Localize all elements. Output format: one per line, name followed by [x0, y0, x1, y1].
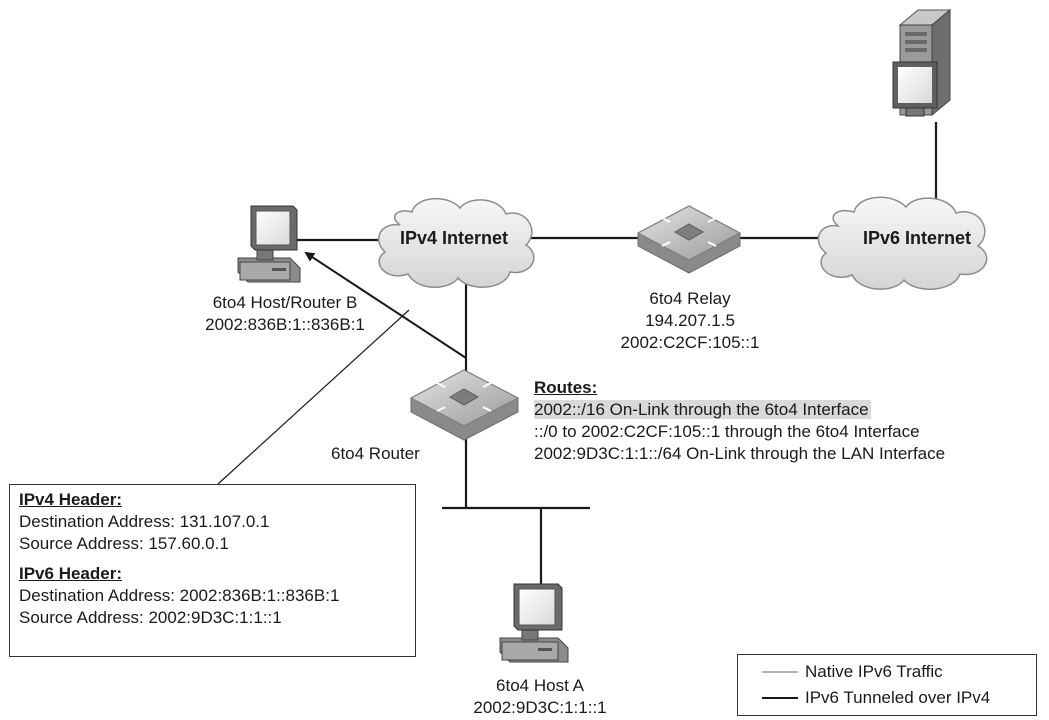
- legend: Native IPv6 Traffic IPv6 Tunneled over I…: [737, 654, 1037, 716]
- ipv6-destination-address: Destination Address: 2002:836B:1::836B:1: [19, 586, 340, 605]
- host-router-b-address: 2002:836B:1::836B:1: [205, 315, 365, 334]
- ipv4-source-address: Source Address: 157.60.0.1: [19, 534, 229, 553]
- host-a-address: 2002:9D3C:1:1::1: [473, 698, 607, 717]
- packet-headers-box: IPv4 Header: Destination Address: 131.10…: [9, 484, 416, 657]
- host-router-b-name: 6to4 Host/Router B: [212, 293, 358, 312]
- ipv6-internet-cloud: [817, 196, 988, 290]
- ipv6-header-title: IPv6 Header:: [19, 564, 122, 583]
- ipv4-internet-label: IPv4 Internet: [400, 228, 509, 248]
- ipv6-source-address: Source Address: 2002:9D3C:1:1::1: [19, 608, 282, 627]
- routes-table: Routes: 2002::/16 On-Link through the 6t…: [534, 377, 945, 465]
- route-entry: 2002::/16 On-Link through the 6to4 Inter…: [534, 400, 871, 419]
- relay-label: 6to4 Relay 194.207.1.5 2002:C2CF:105::1: [600, 288, 780, 354]
- legend-item-tunneled: IPv6 Tunneled over IPv4: [738, 687, 1036, 709]
- router-label: 6to4 Router: [331, 444, 420, 463]
- routes-title: Routes:: [534, 378, 598, 397]
- legend-label-tunneled: IPv6 Tunneled over IPv4: [805, 688, 991, 707]
- ipv4-destination-address: Destination Address: 131.107.0.1: [19, 512, 270, 531]
- legend-swatch-tunneled: [762, 697, 798, 699]
- host-a-label: 6to4 Host A 2002:9D3C:1:1::1: [440, 675, 640, 719]
- relay-router-icon: [636, 205, 742, 274]
- ipv4-header-title: IPv4 Header:: [19, 490, 122, 509]
- host-router-b-computer-icon: [237, 205, 301, 283]
- relay-ipv6-address: 2002:C2CF:105::1: [620, 333, 760, 352]
- links: [296, 122, 938, 585]
- host-a-name: 6to4 Host A: [496, 676, 584, 695]
- legend-label-native: Native IPv6 Traffic: [805, 662, 943, 681]
- relay-name: 6to4 Relay: [649, 289, 731, 308]
- route-entry: 2002:9D3C:1:1::/64 On-Link through the L…: [534, 444, 946, 463]
- ipv6-internet-label: IPv6 Internet: [863, 228, 972, 248]
- callout-line: [217, 309, 410, 485]
- route-entry: ::/0 to 2002:C2CF:105::1 through the 6to…: [534, 422, 920, 441]
- host-a-computer-icon: [499, 583, 569, 663]
- legend-item-native: Native IPv6 Traffic: [738, 661, 1036, 683]
- server-icon: [892, 8, 952, 117]
- tunnel-arrow: [304, 251, 467, 359]
- ipv4-internet-cloud: [378, 197, 535, 288]
- six-to-four-router-icon: [409, 369, 520, 441]
- relay-ipv4-address: 194.207.1.5: [645, 311, 735, 330]
- host-router-b-label: 6to4 Host/Router B 2002:836B:1::836B:1: [160, 292, 410, 336]
- legend-swatch-native: [762, 671, 798, 673]
